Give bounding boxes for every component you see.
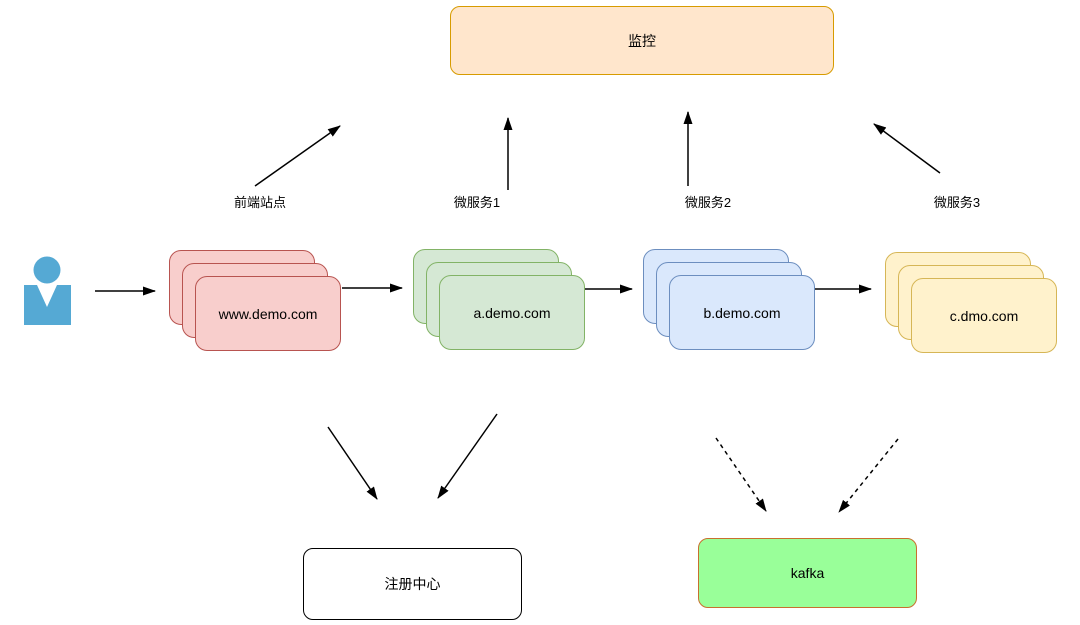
- edge-service-c-to-monitoring: [873, 123, 941, 174]
- node-frontend-stack: www.demo.com: [169, 250, 341, 376]
- edge-service-b-to-kafka: [715, 437, 767, 512]
- node-service-c-stack: c.dmo.com: [885, 252, 1057, 378]
- node-frontend-label: www.demo.com: [218, 305, 318, 322]
- node-service-b-stack: b.demo.com: [643, 249, 815, 375]
- node-monitoring: 监控: [450, 6, 834, 75]
- node-monitoring-label: 监控: [628, 32, 656, 49]
- node-service-c-label: c.dmo.com: [949, 307, 1019, 324]
- node-registry-label: 注册中心: [384, 576, 441, 592]
- user-icon: [24, 252, 71, 326]
- stack-card-front: c.dmo.com: [911, 278, 1057, 353]
- node-service-a-stack: a.demo.com: [413, 249, 585, 375]
- node-registry: 注册中心: [303, 548, 522, 620]
- edge-frontend-to-registry: [327, 426, 378, 500]
- edge-service-a-to-registry: [437, 413, 498, 499]
- edge-label-microservice-2: 微服务2: [684, 195, 732, 210]
- edge-frontend-to-monitoring: [254, 125, 341, 187]
- edge-label-microservice-3: 微服务3: [933, 195, 981, 210]
- edge-service-c-to-kafka: [838, 438, 899, 513]
- stack-card-front: b.demo.com: [669, 275, 815, 350]
- edge-label-microservice-1: 微服务1: [453, 195, 501, 210]
- edge-label-frontend-site: 前端站点: [233, 195, 287, 210]
- stack-card-front: a.demo.com: [439, 275, 585, 350]
- node-service-a-label: a.demo.com: [473, 304, 551, 321]
- node-kafka-label: kafka: [790, 565, 825, 581]
- node-kafka: kafka: [698, 538, 917, 608]
- stack-card-front: www.demo.com: [195, 276, 341, 351]
- node-service-b-label: b.demo.com: [703, 304, 781, 321]
